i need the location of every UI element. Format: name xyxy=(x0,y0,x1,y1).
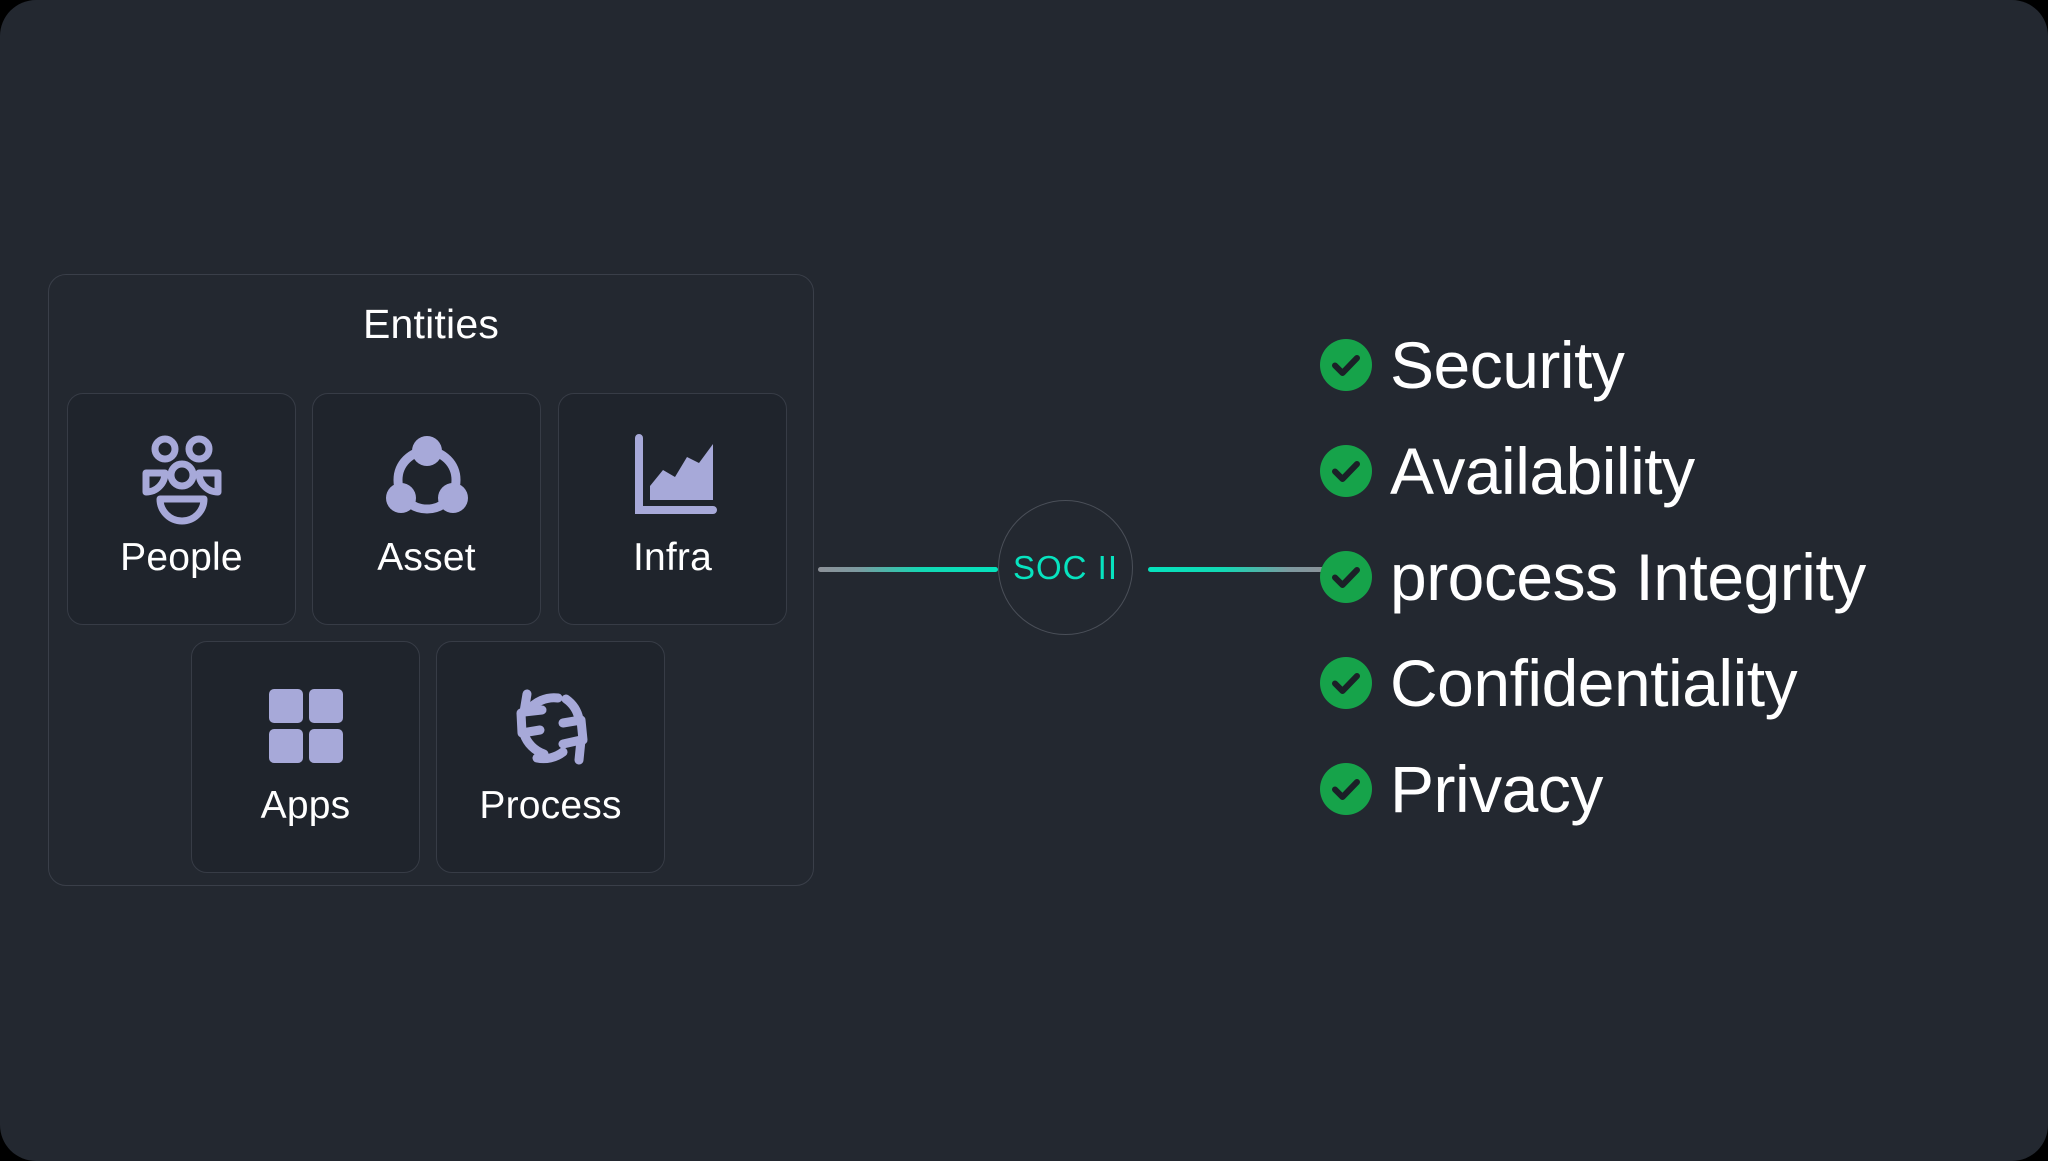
entity-tile-label: Process xyxy=(479,784,622,827)
connector-line-right xyxy=(1148,567,1328,572)
soc-ii-label: SOC II xyxy=(1012,548,1119,586)
list-item[interactable]: Privacy xyxy=(1320,736,2030,842)
list-item[interactable]: Security xyxy=(1320,312,2030,418)
criteria-label: Availability xyxy=(1390,434,1695,508)
circular-arrows-icon xyxy=(503,678,599,774)
entities-panel-title: Entities xyxy=(362,301,500,347)
trust-criteria-list: Security Availability process Integrity xyxy=(1320,312,2030,842)
connector-line-left xyxy=(818,567,998,572)
list-item[interactable]: process Integrity xyxy=(1320,524,2030,630)
entity-tile-label: Asset xyxy=(377,536,476,579)
area-chart-icon xyxy=(625,430,721,526)
share-network-icon xyxy=(379,430,475,526)
entities-panel: Entities People xyxy=(48,274,814,886)
criteria-label: process Integrity xyxy=(1390,540,1866,614)
entity-tile-infra[interactable]: Infra xyxy=(558,393,787,625)
entity-tile-asset[interactable]: Asset xyxy=(312,393,541,625)
check-circle-icon xyxy=(1320,763,1372,815)
check-circle-icon xyxy=(1320,339,1372,391)
entity-tile-label: People xyxy=(120,536,243,579)
check-circle-icon xyxy=(1320,657,1372,709)
grid-squares-icon xyxy=(258,678,354,774)
users-group-icon xyxy=(134,430,230,526)
check-circle-icon xyxy=(1320,551,1372,603)
entity-tile-label: Apps xyxy=(260,784,351,827)
entity-tile-process[interactable]: Process xyxy=(436,641,665,873)
list-item[interactable]: Confidentiality xyxy=(1320,630,2030,736)
criteria-label: Privacy xyxy=(1390,752,1603,826)
check-circle-icon xyxy=(1320,445,1372,497)
list-item[interactable]: Availability xyxy=(1320,418,2030,524)
entity-tile-people[interactable]: People xyxy=(67,393,296,625)
entity-tile-apps[interactable]: Apps xyxy=(191,641,420,873)
criteria-label: Security xyxy=(1390,328,1625,402)
entity-tile-label: Infra xyxy=(632,536,713,579)
criteria-label: Confidentiality xyxy=(1390,646,1798,720)
soc-ii-node[interactable]: SOC II xyxy=(998,500,1133,635)
